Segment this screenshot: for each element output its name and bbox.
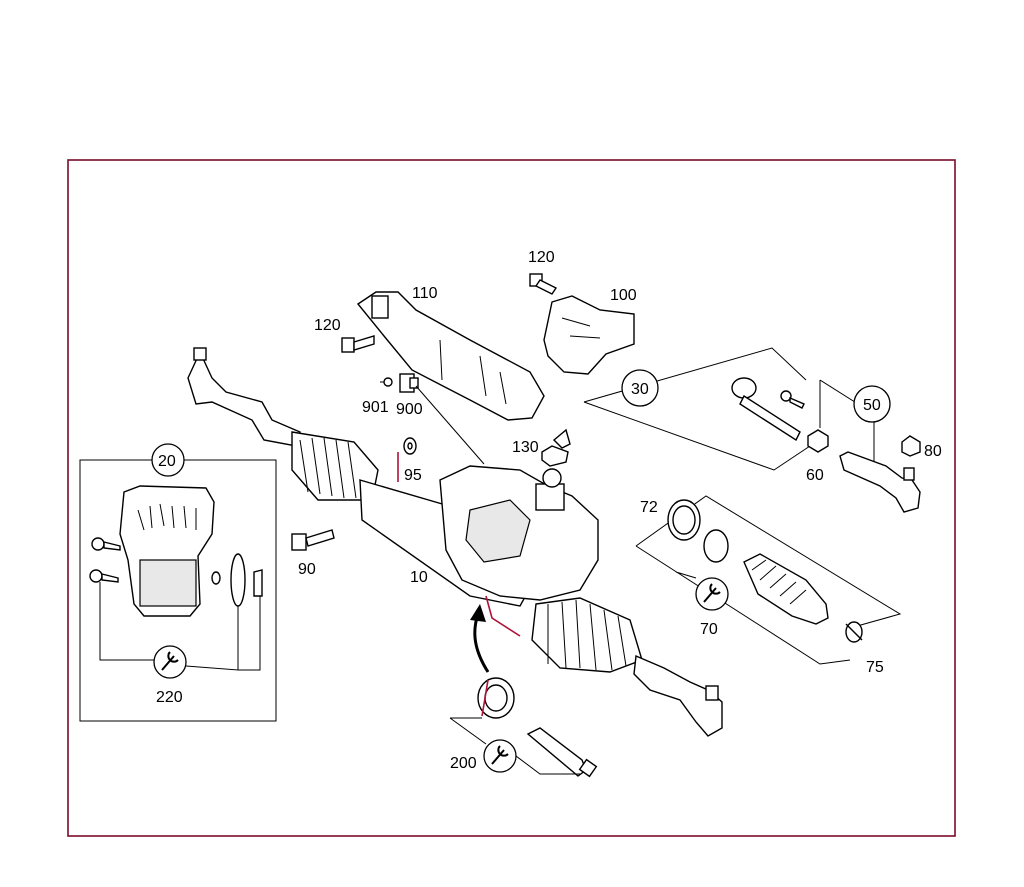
label-part-120-left: 120 [314,317,341,334]
nut-part-80 [901,435,921,457]
leader-900 [415,385,485,465]
lock-nut-part-60 [807,429,829,453]
label-part-110: 110 [412,285,438,302]
label-part-50: 50 [863,397,881,414]
heat-shield-part-100 [543,295,635,375]
label-part-200: 200 [450,755,477,772]
label-part-72: 72 [640,499,658,516]
wrench-glyph-70 [703,583,721,603]
pin-part-901 [380,377,393,387]
label-part-10: 10 [410,569,428,586]
label-part-901: 901 [362,399,389,416]
screw-part-120-left [341,335,375,353]
seal-ring-200 [477,677,515,719]
label-part-120-top: 120 [528,249,555,266]
label-part-100: 100 [610,287,637,304]
screw-pair-220 [89,537,121,583]
nut-part-130 [541,428,571,467]
label-part-80: 80 [924,443,942,460]
cover-part-110 [356,291,545,421]
insertion-arrow [473,613,490,673]
clip-part-900 [399,373,419,393]
o-ring-220 [230,553,263,607]
wrench-glyph-220 [161,651,179,671]
clamp-part-75 [845,621,863,643]
motor-part-20 [119,485,221,617]
label-part-130: 130 [512,439,539,456]
bolt-part-90 [291,529,335,551]
label-part-95: 95 [404,467,422,484]
inner-tie-rod-part-30 [731,377,805,442]
leader-group-50 [819,379,875,466]
boot-part-70 [743,553,829,625]
label-part-30: 30 [631,381,649,398]
leader-group-30 [583,347,811,471]
outer-tie-rod-end-part-50 [839,451,921,513]
washer-part-95 [403,437,417,455]
wrench-glyph-200 [491,745,509,765]
label-part-20: 20 [158,453,176,470]
insertion-arrowhead [470,604,486,622]
steering-rack-assembly [187,347,723,737]
label-part-75: 75 [866,659,884,676]
clamp-ring-small [703,529,729,563]
callout-circle-50 [853,385,891,423]
leader-220 [99,582,261,671]
callout-circle-30 [621,369,659,407]
label-part-70: 70 [700,621,718,638]
diagram-frame [67,159,956,837]
label-part-900: 900 [396,401,423,418]
label-part-90: 90 [298,561,316,578]
grease-tube [526,727,598,778]
callout-circle-20 [151,443,185,477]
label-part-60: 60 [806,467,824,484]
screw-part-120-top [529,273,558,295]
clamp-ring-part-72 [667,499,701,541]
label-part-220: 220 [156,689,183,706]
